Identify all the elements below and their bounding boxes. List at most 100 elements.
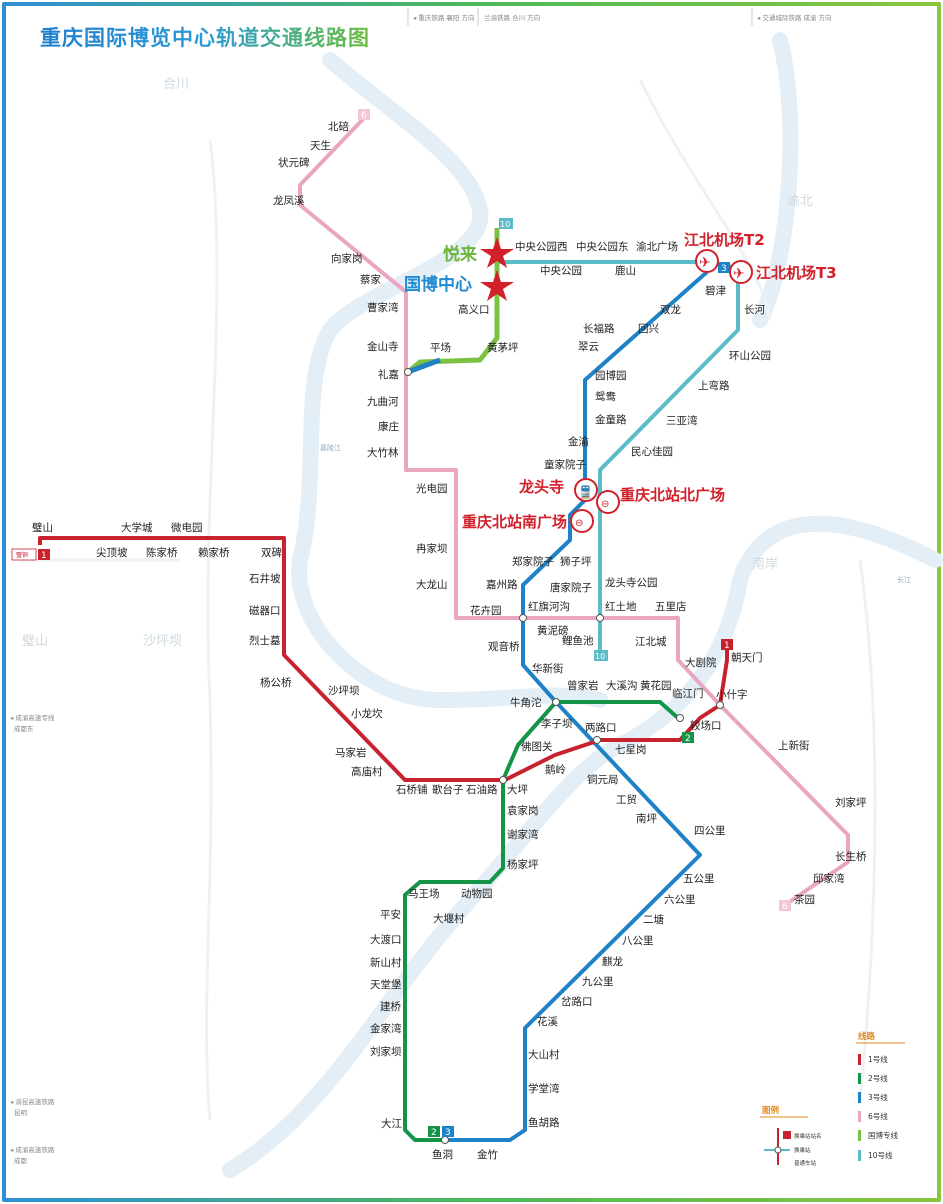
svg-text:◂ 成渝高速专线: ◂ 成渝高速专线	[10, 713, 55, 722]
page-title: 重庆国际博览中心轨道交通线路图	[40, 22, 370, 52]
svg-text:换乘站站名: 换乘站站名	[794, 1132, 822, 1140]
line-6-labels: 北碚 天生 状元碑 龙凤溪 向家岗 蔡家 曹家湾 金山寺 礼嘉 九曲河 康庄 大…	[273, 120, 867, 906]
station-label: 中央公园西	[515, 240, 568, 253]
line-10-path	[495, 228, 740, 650]
station-label: 大龙山	[416, 578, 448, 591]
station-label: 天堂堡	[370, 978, 402, 991]
station-label: 马王场	[408, 887, 440, 900]
station-label: 尖顶坡	[96, 546, 128, 559]
station-label: 二塘	[643, 913, 664, 926]
station-label: 微电园	[171, 521, 203, 534]
svg-text:成都: 成都	[14, 1156, 28, 1165]
airport-icon	[695, 249, 719, 273]
svg-text:◂ 重庆铁路 襄阳 方向: ◂ 重庆铁路 襄阳 方向	[413, 13, 475, 22]
svg-text:✈: ✈	[699, 255, 711, 271]
station-label: 华新街	[532, 662, 564, 675]
station-label: 狮子坪	[560, 555, 592, 568]
station-label: 江北城	[635, 636, 667, 648]
station-label: 曾家岩	[567, 679, 599, 692]
svg-text:昆明: 昆明	[14, 1109, 28, 1117]
landmark-south-square: 重庆北站南广场	[462, 513, 567, 531]
station-label: 童家院子	[544, 458, 586, 471]
jialing-river	[291, 52, 608, 708]
station-label: 石油路	[466, 783, 498, 796]
station-label: 北碚	[328, 120, 349, 133]
station-label: 金竹	[477, 1148, 498, 1161]
svg-text:1: 1	[41, 551, 47, 561]
station-label: 岔路口	[561, 995, 593, 1008]
svg-text:✈: ✈	[733, 266, 745, 282]
station-label: 冉家坝	[416, 542, 448, 555]
rivers	[222, 32, 943, 1178]
left-notes: ◂ 成渝高速专线 成都东 ◂ 渝昆高速铁路 昆明 ◂ 成渝高速铁路 成都	[10, 713, 55, 1165]
station-label: 大堰村	[433, 912, 465, 925]
station-label: 中央公园东	[576, 240, 629, 253]
station-label: 长河	[744, 304, 765, 316]
station-label: 烈士墓	[249, 634, 281, 647]
station-label: 园博园	[595, 369, 627, 382]
district-hechuan: 合川	[163, 77, 189, 92]
svg-text:成都东: 成都东	[14, 724, 34, 733]
svg-text:◂ 渝昆高速铁路: ◂ 渝昆高速铁路	[10, 1097, 55, 1106]
station-label: 大坪	[507, 783, 528, 796]
svg-text:2: 2	[431, 1128, 437, 1138]
station-label: 佛图关	[521, 740, 553, 753]
landmark-airport-t3: 江北机场T3	[756, 264, 837, 282]
district-nanan: 南岸	[752, 556, 778, 572]
station-label: 五里店	[655, 600, 687, 613]
station-label: 小什字	[716, 688, 748, 701]
station-label: 牛角沱	[510, 696, 542, 709]
svg-text:6号线: 6号线	[868, 1111, 888, 1121]
station-label: 郑家院子	[512, 555, 554, 568]
station-label: 新山村	[370, 956, 402, 969]
station-label: 高义口	[458, 303, 490, 316]
legend: 线路 1号线 2号线 3号线 6号线 国博专线 10号线 图例 换乘站站名 换乘…	[760, 1031, 905, 1167]
svg-text:换乘站: 换乘站	[794, 1146, 811, 1154]
station-label: 唐家院子	[550, 581, 592, 594]
station-label: 刘家坪	[835, 796, 867, 809]
station-label: 谢家湾	[507, 828, 539, 841]
station-label: 较场口	[690, 719, 722, 732]
svg-text:3号线: 3号线	[868, 1092, 888, 1102]
svg-text:⊖: ⊖	[601, 499, 609, 510]
station-label: 回兴	[638, 323, 659, 335]
station-label: 金渝	[568, 435, 589, 448]
station-label: 大渡口	[370, 933, 402, 946]
station-label: 中央公园	[540, 264, 582, 277]
station-label: 长福路	[583, 322, 615, 335]
station-label: 李子坝	[541, 717, 573, 730]
station-label: 麒龙	[602, 955, 623, 968]
expo-labels: 高义口 黄茅坪 平场	[430, 303, 519, 354]
station-label: 鹅岭	[545, 763, 566, 776]
station-label: 磁器口	[249, 604, 281, 617]
station-label: 曹家湾	[367, 301, 399, 314]
line-1-labels: 璧山 尖顶坡 大学城 陈家桥 微电园 赖家桥 双碑 石井坡 磁器口 烈士墓 杨公…	[32, 521, 763, 796]
station-label: 向家岗	[331, 252, 363, 265]
station-label: 学堂湾	[528, 1082, 560, 1095]
train-icon	[574, 478, 598, 502]
station-label: 龙凤溪	[273, 194, 305, 207]
station-label: 杨家坪	[507, 858, 539, 871]
landmark-longtousi: 龙头寺	[518, 478, 564, 496]
station-label: 璧山	[32, 521, 53, 534]
station-label: 翠云	[578, 341, 599, 353]
svg-text:10号线: 10号线	[868, 1150, 893, 1160]
svg-text:🚆: 🚆	[578, 485, 593, 499]
station-label: 工贸	[616, 794, 637, 806]
train-icon	[596, 490, 620, 514]
station-label: 平安	[380, 908, 401, 921]
station-label: 龙头寺公园	[605, 576, 658, 589]
station-label: 民心佳园	[631, 445, 673, 458]
station-label: 大竹林	[367, 446, 399, 459]
svg-text:⊖: ⊖	[575, 518, 583, 529]
station-label: 观音桥	[488, 640, 520, 653]
station-label: 袁家岗	[507, 804, 539, 817]
line-6-path	[298, 116, 850, 907]
station-label: 大溪沟	[606, 679, 638, 692]
station-label: 鸳鸯	[595, 390, 616, 403]
station-label: 临江门	[672, 687, 704, 700]
landmark-north-square: 重庆北站北广场	[620, 486, 725, 504]
district-labels: 合川 渝北 璧山 沙坪坝 南岸 嘉陵江 长江	[22, 77, 911, 649]
station-label: 金山寺	[367, 340, 399, 353]
line-2-labels: 马王场 动物园 大堰村 平安 大渡口 新山村 天堂堡 建桥 金家湾 刘家坝 大江…	[370, 679, 722, 1161]
